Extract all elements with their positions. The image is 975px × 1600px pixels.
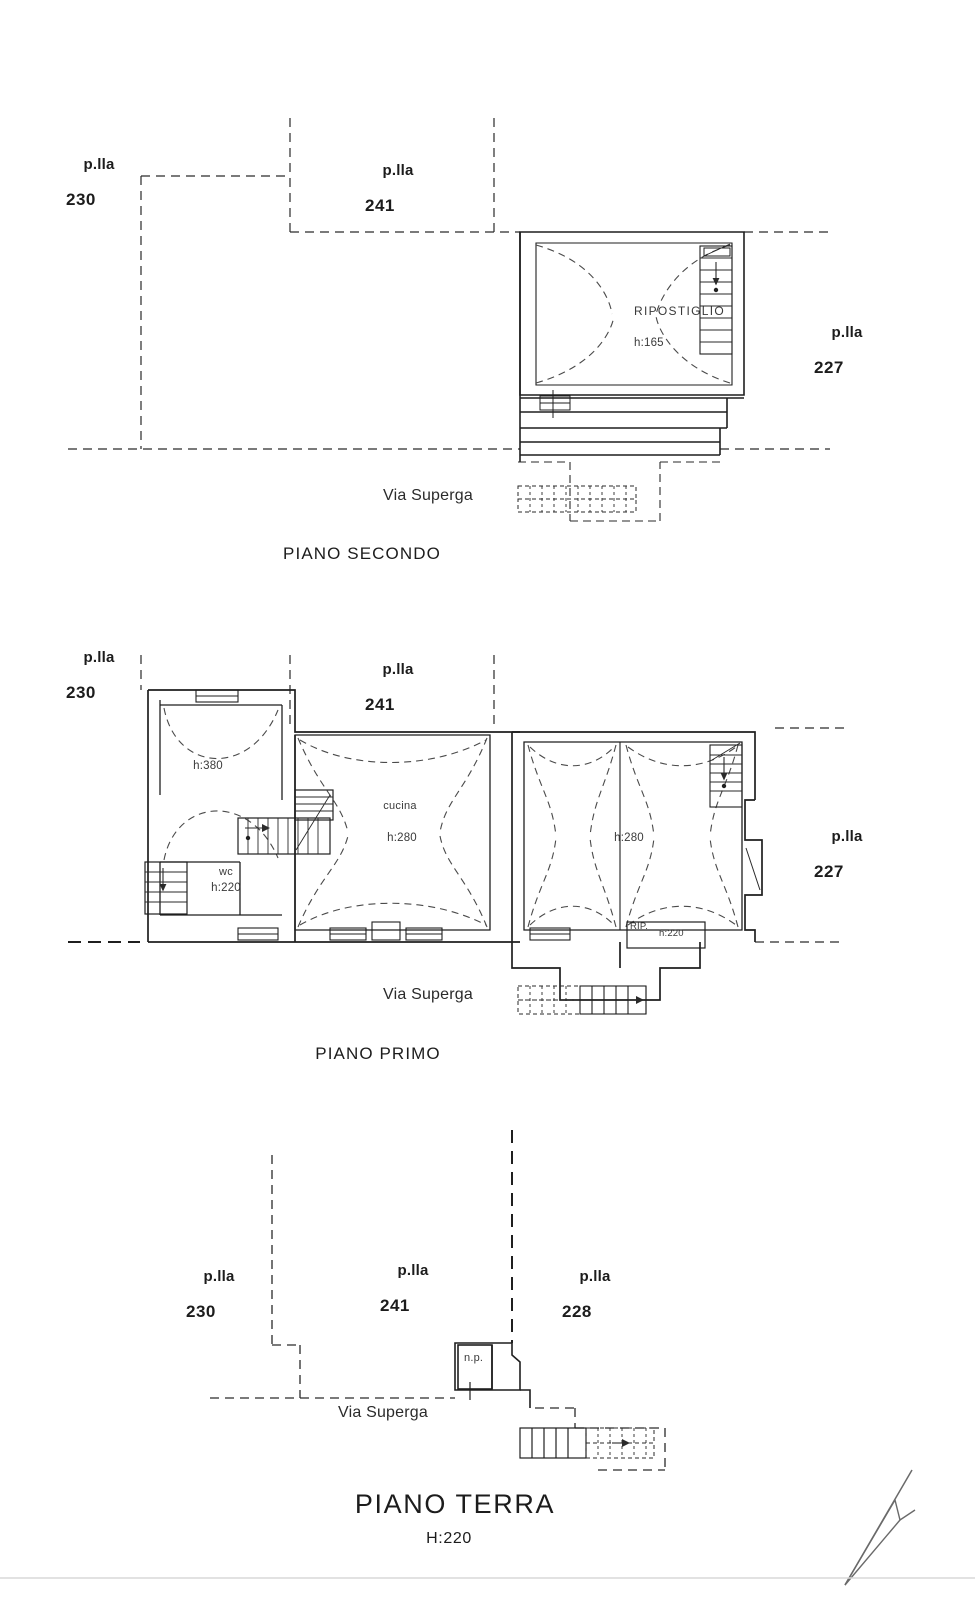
parcel-label-primo-227: p.lla 227	[814, 812, 863, 915]
staircase-secondo	[699, 243, 733, 355]
parcel-number: 228	[562, 1302, 592, 1322]
parcel-number: 241	[365, 196, 395, 216]
vault-arcs-cucina	[297, 737, 488, 928]
parcel-boundaries-terra	[210, 1155, 455, 1399]
parcel-label-terra-228: p.lla 228	[562, 1252, 611, 1355]
sidewalk-hatch-secondo	[517, 461, 720, 522]
sidewalk-hatch-primo	[517, 985, 647, 1015]
parcel-prefix: p.lla	[397, 1261, 429, 1279]
parcel-prefix: p.lla	[382, 161, 414, 179]
parcel-boundaries-secondo	[68, 118, 830, 450]
room-height-ripostiglio: h:165	[634, 337, 664, 349]
parcel-prefix: p.lla	[382, 660, 414, 678]
street-label-secondo: Via Superga	[383, 487, 473, 504]
parcel-label-primo-241: p.lla 241	[365, 645, 414, 748]
parcel-boundaries-primo	[140, 655, 845, 943]
plan-piano-terra	[210, 1130, 666, 1471]
room-label-np: n.p.	[464, 1352, 484, 1364]
parcel-label-terra-241: p.lla 241	[380, 1246, 429, 1349]
street-label-terra: Via Superga	[338, 1404, 428, 1421]
parcel-prefix: p.lla	[831, 827, 863, 845]
parcel-number: 230	[66, 190, 96, 210]
building-walls-secondo	[519, 231, 745, 462]
opening-hatch-secondo	[539, 390, 571, 418]
floor-title-piano-secondo: PIANO SECONDO	[283, 544, 441, 563]
parcel-number: 227	[814, 358, 844, 378]
parcel-label-primo-230: p.lla 230	[66, 633, 115, 736]
parcel-number: 241	[365, 695, 395, 715]
staircase-primo-central	[237, 789, 334, 855]
door-swing-primo	[745, 847, 761, 891]
room-label-cucina: cucina	[383, 800, 417, 812]
staircase-primo-right	[709, 742, 743, 808]
parcel-prefix: p.lla	[83, 648, 115, 666]
room-height-cucina: h:280	[387, 832, 417, 844]
room-label-rip: RIP.	[630, 921, 649, 932]
parcel-label-secondo-241: p.lla 241	[365, 146, 414, 249]
room-height-camera: h:280	[614, 832, 644, 844]
north-arrow-icon	[0, 1469, 975, 1586]
parcel-number: 230	[186, 1302, 216, 1322]
room-height-salone: h:380	[193, 760, 223, 772]
building-np-terra	[454, 1342, 531, 1408]
rip-room-primo	[626, 921, 706, 949]
parcel-prefix: p.lla	[579, 1267, 611, 1285]
room-height-rip: h:220	[659, 928, 684, 939]
parcel-label-terra-230: p.lla 230	[186, 1252, 235, 1355]
openings-primo	[195, 689, 571, 941]
parcel-number: 230	[66, 683, 96, 703]
floor-title-piano-terra: PIANO TERRA	[354, 1489, 556, 1519]
vault-arcs-primo-left	[163, 707, 279, 861]
room-label-ripostiglio: RIPOSTIGLIO	[634, 304, 725, 318]
parcel-label-secondo-230: p.lla 230	[66, 140, 115, 243]
parcel-prefix: p.lla	[83, 155, 115, 173]
floor-subtitle-piano-terra: H:220	[426, 1530, 472, 1547]
street-label-primo: Via Superga	[383, 986, 473, 1003]
parcel-number: 227	[814, 862, 844, 882]
parcel-number: 241	[380, 1296, 410, 1316]
room-label-wc: wc	[218, 866, 234, 878]
parcel-label-secondo-227: p.lla 227	[814, 308, 863, 411]
staircase-primo-wc	[144, 861, 188, 915]
parcel-prefix: p.lla	[831, 323, 863, 341]
building-walls-primo	[147, 689, 763, 1001]
parcel-prefix: p.lla	[203, 1267, 235, 1285]
plan-piano-secondo	[68, 118, 830, 522]
room-height-wc: h:220	[211, 882, 241, 894]
plan-piano-primo	[68, 655, 845, 1015]
floor-title-piano-primo: PIANO PRIMO	[315, 1044, 441, 1063]
parcel-boundaries-terra-right	[535, 1407, 666, 1471]
sidewalk-hatch-terra	[519, 1427, 655, 1459]
vault-arcs-primo-right	[527, 744, 739, 928]
